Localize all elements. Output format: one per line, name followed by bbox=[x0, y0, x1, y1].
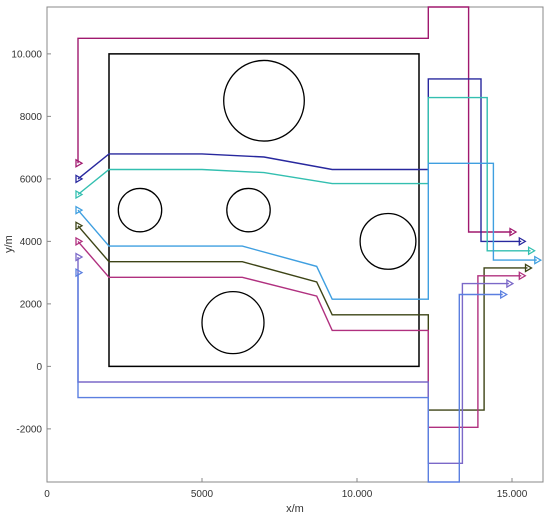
region-layer bbox=[108, 53, 420, 368]
start-marker-1 bbox=[75, 158, 84, 168]
y-axis-label: y/m bbox=[3, 235, 15, 253]
end-marker-6 bbox=[518, 271, 527, 281]
series-path-6 bbox=[77, 240, 522, 428]
region-boundary bbox=[108, 53, 420, 368]
start-marker-6 bbox=[75, 236, 84, 247]
start-marker-8 bbox=[75, 267, 84, 278]
end-marker-3 bbox=[527, 246, 536, 256]
x-tick-label: 5000 bbox=[191, 489, 214, 500]
obstacle-layer bbox=[117, 59, 417, 355]
series-path-5 bbox=[77, 225, 528, 411]
start-marker-4 bbox=[75, 205, 84, 215]
y-tick-label: 2000 bbox=[20, 299, 43, 310]
series-layer bbox=[75, 6, 543, 483]
obstacle-circle bbox=[201, 290, 265, 355]
series-path-7 bbox=[77, 257, 509, 464]
start-marker-5 bbox=[75, 221, 84, 231]
y-tick-label: 4000 bbox=[20, 237, 43, 248]
series-path-8 bbox=[77, 272, 503, 483]
end-marker-5 bbox=[524, 263, 533, 273]
x-axis-label: x/m bbox=[286, 503, 304, 515]
plot-frame bbox=[46, 6, 544, 483]
x-tick-label: 0 bbox=[44, 489, 50, 500]
obstacle-circle bbox=[226, 187, 271, 233]
series-path-1 bbox=[77, 6, 512, 233]
end-marker-2 bbox=[518, 236, 527, 247]
start-marker-3 bbox=[75, 189, 84, 200]
obstacle-circle bbox=[359, 212, 417, 270]
end-marker-7 bbox=[506, 278, 515, 289]
y-tick-label: 8000 bbox=[20, 112, 43, 123]
obstacle-circle bbox=[223, 59, 305, 142]
end-marker-8 bbox=[500, 289, 508, 300]
y-tick-label: 0 bbox=[36, 362, 42, 373]
series-path-2 bbox=[77, 78, 522, 243]
x-tick-label: 10.000 bbox=[342, 489, 373, 500]
y-tick-label: 10.000 bbox=[11, 49, 42, 60]
series-path-4 bbox=[77, 162, 537, 300]
y-tick-label: 6000 bbox=[20, 174, 43, 185]
y-tick-label: -2000 bbox=[16, 424, 42, 435]
obstacle-circle bbox=[117, 187, 163, 233]
start-marker-7 bbox=[75, 252, 84, 262]
end-marker-4 bbox=[534, 255, 543, 265]
x-tick-label: 15.000 bbox=[497, 489, 528, 500]
tick-layer: 0 5000 10.000 15.000 -2000 0 2000 4000 6000 8000 1… bbox=[11, 49, 527, 500]
start-marker-2 bbox=[75, 174, 84, 184]
axes bbox=[46, 6, 544, 483]
end-marker-1 bbox=[509, 227, 518, 237]
series-path-3 bbox=[77, 96, 531, 252]
